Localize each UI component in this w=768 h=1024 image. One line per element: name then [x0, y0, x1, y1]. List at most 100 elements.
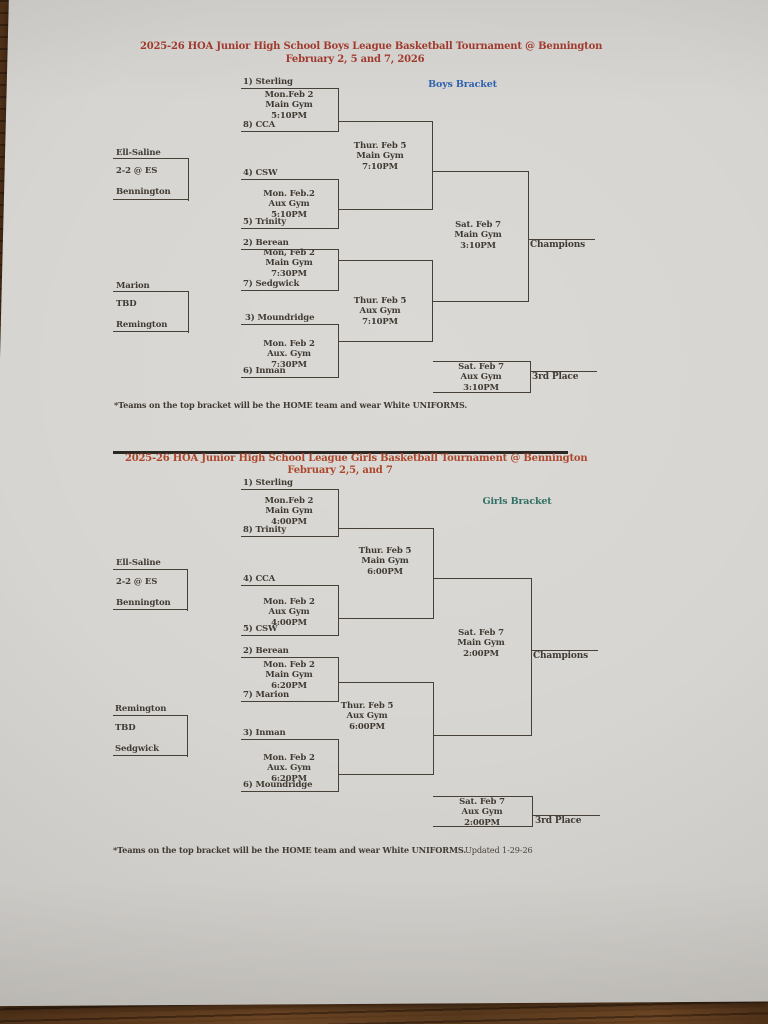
- girls-playin2-team-top: Remington: [115, 704, 167, 714]
- bracket-line: [241, 739, 338, 741]
- bracket-line: [338, 260, 432, 262]
- game-venue: Main Gym: [265, 258, 313, 269]
- game-date: Sat. Feb 7: [458, 628, 504, 638]
- boys-qf4-team-top: 3) Moundridge: [245, 313, 315, 323]
- bracket-line: [338, 682, 433, 684]
- updated-date: Updated 1-29-26: [465, 845, 533, 855]
- bracket-line: [338, 585, 340, 636]
- bracket-line: [113, 715, 188, 717]
- game-venue: Aux Gym: [346, 711, 388, 722]
- bracket-line: [113, 291, 189, 293]
- game-venue: Aux. Gym: [267, 763, 311, 774]
- girls-playin1-team-top: Ell-Saline: [116, 558, 161, 568]
- girls-qf1-details: Mon.Feb 2 Main Gym 4:00PM: [244, 496, 334, 527]
- bracket-line: [113, 158, 189, 160]
- boys-playin1-team-bottom: Bennington: [116, 187, 171, 197]
- girls-dates: February 2,5, and 7: [287, 465, 393, 476]
- bracket-line: [113, 199, 189, 201]
- bracket-line: [338, 657, 340, 702]
- third-place-line: [530, 371, 597, 373]
- bracket-line: [187, 569, 189, 611]
- boys-qf4-team-bottom: 6) Inman: [243, 366, 286, 376]
- boys-qf1-team-bottom: 8) CCA: [243, 120, 276, 130]
- game-venue: Aux Gym: [461, 807, 503, 818]
- game-date: Mon. Feb 2: [263, 597, 315, 607]
- girls-champions-label: Champions: [533, 651, 589, 661]
- girls-bracket-label: Girls Bracket: [482, 496, 552, 507]
- girls-qf2-details: Mon. Feb 2 Aux Gym 4:00PM: [244, 597, 334, 628]
- bracket-line: [338, 774, 433, 776]
- bracket-line: [433, 826, 532, 828]
- bracket-line: [241, 585, 338, 587]
- boys-qf2-team-top: 4) CSW: [243, 168, 278, 178]
- bracket-line: [241, 657, 338, 659]
- game-date: Sat. Feb 7: [459, 797, 505, 807]
- girls-sf1-details: Thur. Feb 5 Main Gym 6:00PM: [345, 546, 425, 577]
- bracket-line: [241, 249, 338, 251]
- boys-sf2-details: Thur. Feb 5 Aux Gym 7:10PM: [340, 296, 420, 327]
- girls-playin1-note: 2-2 @ ES: [116, 577, 158, 587]
- game-time: 5:10PM: [271, 110, 307, 121]
- game-date: Mon.Feb 2: [264, 90, 314, 100]
- boys-dates: February 2, 5 and 7, 2026: [285, 54, 425, 65]
- game-venue: Main Gym: [356, 151, 404, 162]
- boys-bracket-label: Boys Bracket: [428, 79, 497, 90]
- boys-playin2-team-bottom: Remington: [116, 320, 168, 330]
- bracket-line: [113, 569, 188, 571]
- game-date: Mon. Feb 2: [263, 753, 315, 763]
- bracket-line: [433, 796, 532, 798]
- game-venue: Main Gym: [454, 230, 502, 241]
- bracket-line: [433, 392, 530, 394]
- boys-footer-note: *Teams on the top bracket will be the HO…: [114, 400, 468, 410]
- bracket-line: [531, 578, 533, 736]
- champions-line: [531, 650, 598, 652]
- boys-qf3-team-bottom: 7) Sedgwick: [243, 279, 300, 289]
- third-place-line: [532, 815, 600, 817]
- bracket-line: [241, 489, 338, 491]
- bracket-line: [338, 209, 432, 211]
- game-venue: Main Gym: [457, 638, 505, 649]
- game-time: 4:00PM: [271, 516, 307, 527]
- girls-qf1-team-bottom: 8) Trinity: [243, 525, 287, 535]
- bracket-line: [432, 121, 434, 210]
- girls-playin2-note: TBD: [115, 723, 136, 733]
- game-time: 6:20PM: [271, 680, 307, 691]
- girls-sf2-details: Thur. Feb 5 Aux Gym 6:00PM: [327, 701, 407, 732]
- game-venue: Main Gym: [361, 556, 409, 567]
- boys-playin2-team-top: Marion: [116, 281, 150, 291]
- game-date: Mon. Feb.2: [263, 189, 315, 199]
- bracket-line: [338, 88, 340, 132]
- game-time: 7:10PM: [362, 316, 398, 327]
- boys-playin1-note: 2-2 @ ES: [116, 166, 158, 176]
- game-venue: Main Gym: [265, 100, 313, 111]
- game-date: Mon, Feb 2: [263, 248, 315, 258]
- bracket-line: [241, 701, 338, 703]
- bracket-line: [532, 796, 534, 827]
- bracket-line: [113, 331, 189, 333]
- bracket-line: [433, 528, 435, 619]
- girls-qf3-team-bottom: 7) Marion: [243, 690, 290, 700]
- game-date: Thur. Feb 5: [353, 296, 407, 306]
- girls-playin1-team-bottom: Bennington: [116, 598, 171, 608]
- game-time: 2:00PM: [464, 817, 500, 828]
- boys-sf1-details: Thur. Feb 5 Main Gym 7:10PM: [340, 141, 420, 172]
- boys-qf4-details: Mon. Feb 2 Aux. Gym 7:30PM: [244, 339, 334, 370]
- game-time: 7:10PM: [362, 161, 398, 172]
- game-time: 5:10PM: [271, 209, 307, 220]
- game-date: Sat. Feb 7: [458, 362, 504, 372]
- game-time: 6:00PM: [367, 566, 403, 577]
- boys-final-details: Sat. Feb 7 Main Gym 3:10PM: [438, 220, 518, 251]
- girls-qf2-team-bottom: 5) CSW: [243, 624, 278, 634]
- game-time: 6:00PM: [349, 721, 385, 732]
- girls-qf4-details: Mon. Feb 2 Aux. Gym 6:20PM: [244, 753, 334, 784]
- bracket-line: [338, 618, 433, 620]
- bracket-line: [338, 341, 432, 343]
- bracket-line: [433, 682, 435, 775]
- bracket-line: [338, 489, 340, 537]
- girls-footer-note: *Teams on the top bracket will be the HO…: [113, 845, 467, 855]
- game-venue: Main Gym: [265, 670, 313, 681]
- boys-qf1-details: Mon.Feb 2 Main Gym 5:10PM: [244, 90, 334, 121]
- bracket-line: [338, 249, 340, 291]
